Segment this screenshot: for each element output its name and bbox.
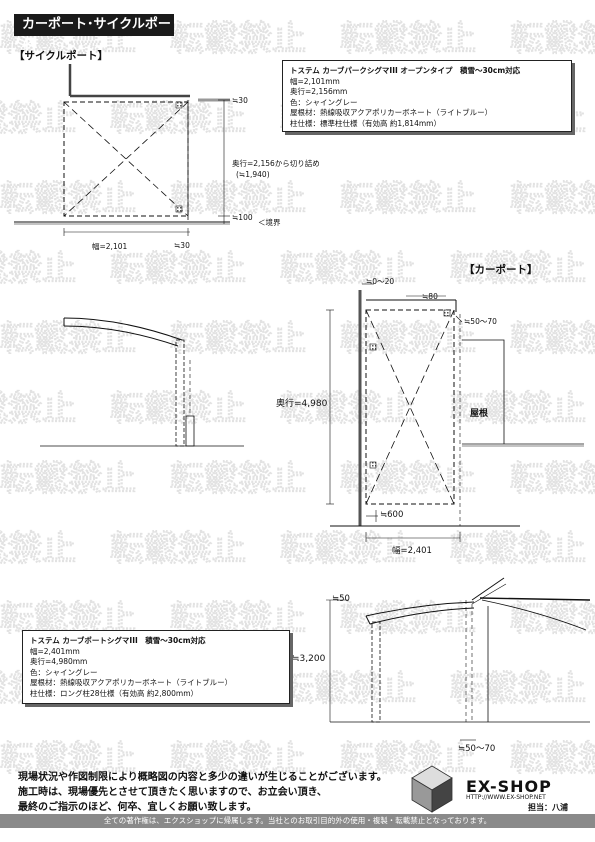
carport-dim-top-offset: ≒0～20: [366, 277, 395, 286]
page-title: カーポート･サイクルポート: [14, 14, 174, 54]
carport-spec-line: 屋根材：熱線吸収アクアポリカーボネート（ライトブルー）: [30, 678, 233, 687]
cycleport-spec-heading: トステム カーブパークシグマIII オープンタイプ 積雪～30cm対応: [290, 66, 521, 75]
carport-elevation: [326, 577, 591, 741]
logo-name: EX-SHOP: [466, 777, 552, 796]
cycleport-elevation: [40, 317, 244, 447]
carport-spec-line: 奥行=4,980mm: [30, 657, 88, 666]
cycleport-dim-top-gap: ≒30: [232, 96, 248, 105]
note-line: 最終のご指示のほど、何卒、宜しくお願い致します。: [18, 802, 257, 813]
cycleport-plan: [14, 64, 230, 236]
carport-elev-bottom: ≒50～70: [458, 744, 496, 754]
carport-spec-line: 柱仕様：ロング柱28仕様（有効高 約2,800mm）: [30, 688, 199, 698]
cycleport-spec-box: トステム カーブパークシグマIII オープンタイプ 積雪～30cm対応 幅=2,…: [282, 60, 572, 132]
logo-mark: [411, 765, 453, 813]
carport-dim-gap600: ≒600: [380, 510, 404, 520]
logo-url: HTTP://WWW.EX-SHOP.NET: [466, 794, 546, 801]
carport-spec-heading: トステム カーブポートシグマIII 積雪～30cm対応: [30, 636, 206, 645]
cycleport-dim-depth-approx: (≒1,940): [236, 170, 270, 179]
staff-name: 担当：八浦: [528, 803, 568, 812]
cycleport-spec-line: 奥行=2,156mm: [290, 87, 348, 96]
carport-spec-line: 幅=2,401mm: [30, 646, 80, 656]
cycleport-spec-line: 幅=2,101mm: [290, 76, 340, 86]
carport-dim-depth: 奥行=4,980: [276, 399, 328, 409]
carport-spec-box: トステム カーブポートシグマIII 積雪～30cm対応 幅=2,401mm 奥行…: [22, 630, 290, 704]
cycleport-spec-line: 屋根材：熱線吸収アクアポリカーボネート（ライトブルー）: [290, 108, 493, 117]
cycleport-dim-bottom-gap: ≒100: [232, 213, 253, 222]
carport-plan: [326, 283, 584, 542]
carport-dim-gap50-70: ≒50～70: [464, 317, 497, 326]
cycleport-dim-depth: 奥行=2,156から切り詰め: [232, 159, 320, 168]
carport-elev-height: ≒3,200: [292, 654, 326, 664]
note-line: 現場状況や作図制限により概略図の内容と多少の違いが生じることがございます。: [18, 772, 387, 783]
cycleport-dim-right-gap: ≒30: [174, 241, 190, 250]
cycleport-dim-width: 幅=2,101: [92, 242, 128, 251]
notes: 現場状況や作図制限により概略図の内容と多少の違いが生じることがございます。 施工…: [18, 770, 387, 815]
cycleport-label: 【サイクルポート】: [14, 50, 108, 62]
cycleport-spec-line: 色：シャイングレー: [290, 97, 358, 107]
cycleport-spec-line: 柱仕様：標準柱仕様（有効高 約1,814mm）: [290, 118, 441, 128]
carport-label: 【カーポート】: [464, 264, 538, 276]
carport-dim-width: 幅=2,401: [392, 546, 432, 556]
footer-copyright: 全ての著作権は、エクスショップに帰属します。当社とのお取引目的外の使用・複製・転…: [0, 814, 595, 828]
carport-dim-gap80: ≒80: [422, 292, 438, 301]
carport-spec-line: 色：シャイングレー: [30, 667, 98, 677]
carport-elev-top: ≒50: [332, 594, 350, 604]
carport-roof-label: 屋根: [470, 409, 489, 419]
note-line: 施工時は、現場優先とさせて頂きたく思いますので、お立会い頂き、: [18, 787, 327, 798]
cycleport-dim-boundary: ＜境界: [258, 218, 281, 227]
